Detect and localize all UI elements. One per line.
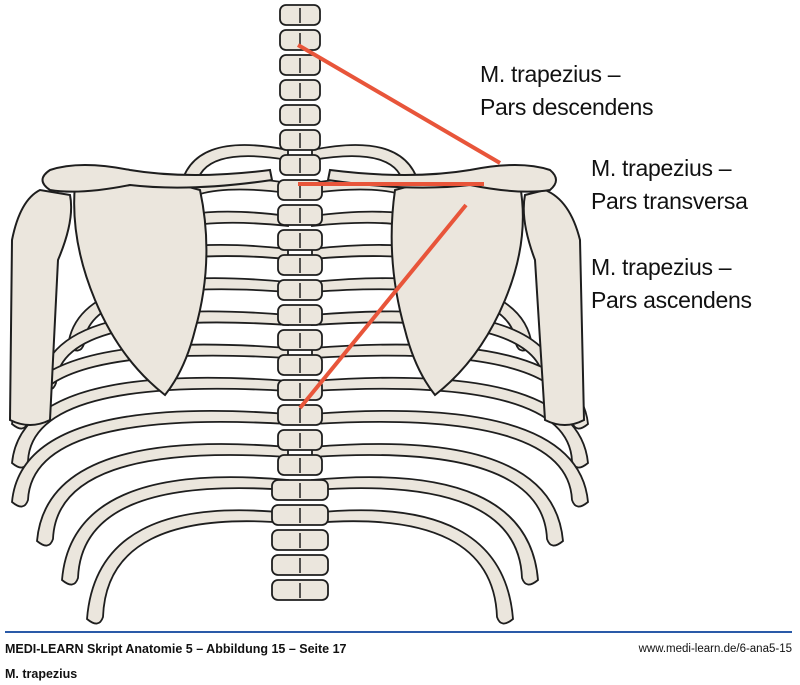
label-pars-transversa: M. trapezius – Pars transversa: [591, 152, 748, 218]
pars-ascendens-line: [298, 203, 468, 410]
rib: [11, 409, 289, 508]
vertebral-column: [271, 4, 329, 601]
rib: [311, 509, 514, 625]
footer-url[interactable]: www.medi-learn.de/6-ana5-15: [638, 643, 792, 655]
label-line: Pars ascendens: [591, 287, 752, 313]
footer-divider: [5, 631, 792, 633]
label-pars-descendens: M. trapezius – Pars descendens: [480, 58, 654, 124]
left-humerus: [8, 188, 73, 426]
pars-descendens-line: [296, 43, 502, 165]
footer-caption: M. trapezius: [5, 667, 78, 681]
label-line: M. trapezius –: [591, 254, 732, 280]
rib: [311, 443, 564, 547]
label-line: Pars transversa: [591, 188, 748, 214]
rib: [311, 409, 589, 508]
trapezius-lines: [296, 43, 502, 410]
rib: [61, 476, 289, 586]
left-clavicle: [41, 164, 274, 193]
label-line: Pars descendens: [480, 94, 654, 120]
rib: [311, 376, 589, 469]
label-line: M. trapezius –: [480, 61, 621, 87]
right-humerus: [522, 188, 586, 426]
skeleton-illustration: [8, 4, 589, 625]
footer-source: MEDI-LEARN Skript Anatomie 5 – Abbildung…: [5, 642, 347, 656]
label-line: M. trapezius –: [591, 155, 732, 181]
rib: [86, 509, 289, 625]
rib: [311, 476, 539, 586]
label-pars-ascendens: M. trapezius – Pars ascendens: [591, 251, 752, 317]
rib: [36, 443, 289, 547]
rib: [11, 376, 289, 469]
